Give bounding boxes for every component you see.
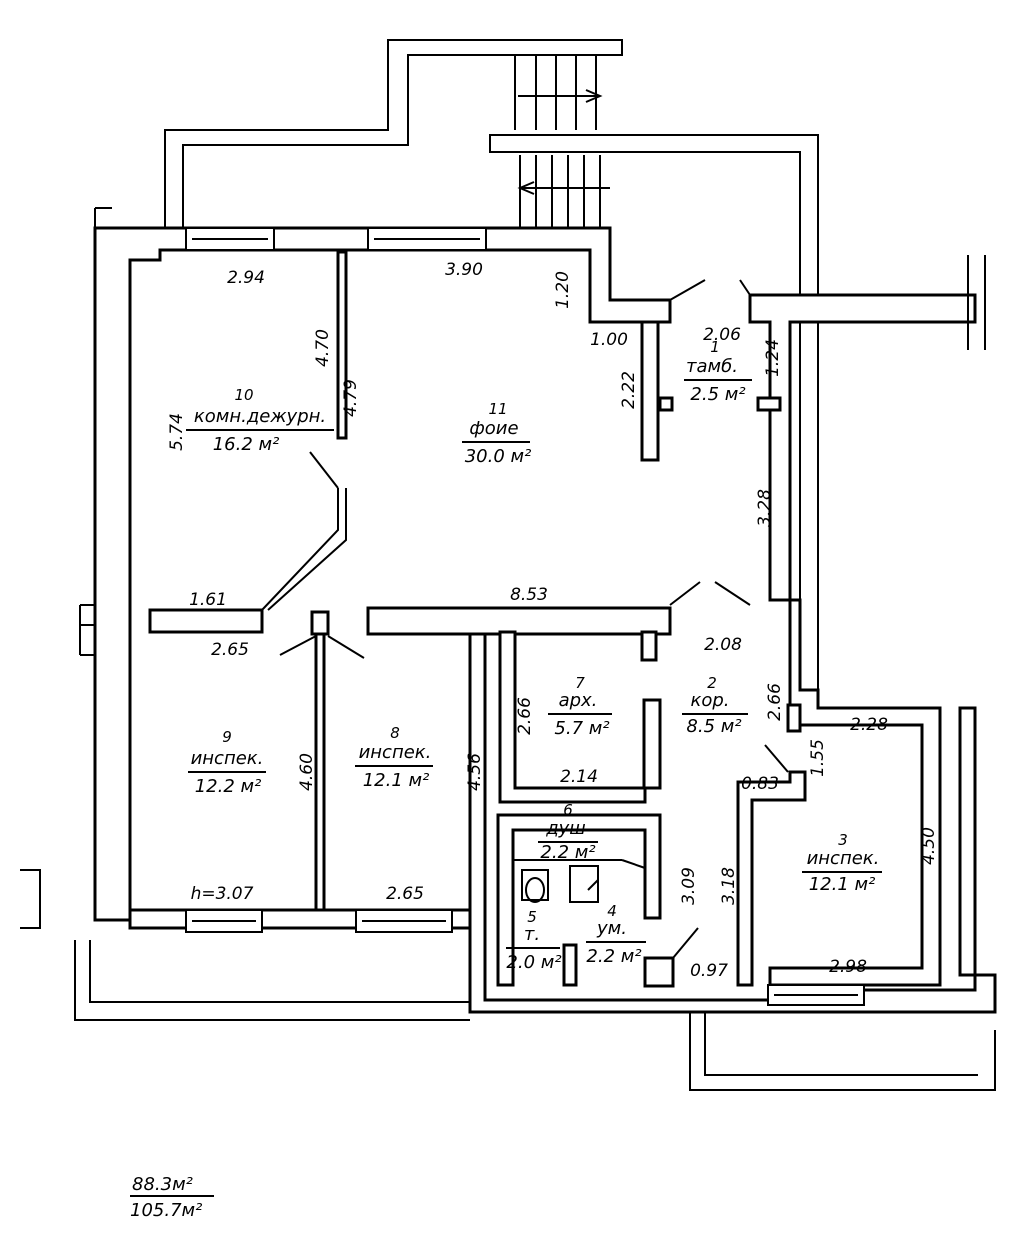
room-11: 11 фоие 30.0 м² bbox=[462, 400, 531, 467]
dimension: 2.94 bbox=[227, 268, 265, 288]
dimension: 4.56 bbox=[465, 753, 485, 791]
room-area: 12.2 м² bbox=[195, 776, 262, 797]
exterior-walls bbox=[20, 207, 997, 1091]
room-number: 1 bbox=[710, 338, 720, 356]
dimension: 3.28 bbox=[755, 489, 775, 527]
room-area: 16.2 м² bbox=[213, 434, 280, 455]
room-10: 10 комн.дежурн. 16.2 м² bbox=[186, 386, 334, 455]
area-totals: 88.3м² 105.7м² bbox=[130, 1174, 214, 1221]
dimension: 4.79 bbox=[341, 379, 361, 417]
dimension: 4.50 bbox=[919, 827, 939, 865]
room-5: 5 т. 2.0 м² bbox=[506, 908, 562, 973]
room-name: т. bbox=[524, 924, 540, 945]
room-1: 1 тамб. 2.5 м² bbox=[684, 338, 752, 405]
room-number: 8 bbox=[390, 724, 400, 742]
room-name: комн.дежурн. bbox=[194, 406, 326, 427]
total-area: 105.7м² bbox=[130, 1200, 202, 1221]
room-area: 12.1 м² bbox=[363, 770, 430, 791]
room-area: 8.5 м² bbox=[686, 716, 741, 737]
dimension: 8.53 bbox=[510, 585, 548, 605]
room-number: 5 bbox=[527, 908, 537, 926]
dimension: 1.00 bbox=[590, 330, 628, 350]
dimension: 2.06 bbox=[703, 325, 741, 345]
room-4: 4 ум. 2.2 м² bbox=[586, 902, 646, 967]
room-area: 2.2 м² bbox=[540, 842, 595, 863]
dimension: 3.90 bbox=[445, 260, 483, 280]
room-name: ум. bbox=[596, 918, 627, 939]
room-labels: 1 тамб. 2.5 м² 2 кор. 8.5 м² 3 инспек. 1… bbox=[186, 338, 882, 973]
interior-walls bbox=[148, 250, 807, 988]
dimension: 1.55 bbox=[808, 739, 828, 777]
dimension: 2.08 bbox=[704, 635, 742, 655]
dimension: 0.97 bbox=[690, 961, 728, 981]
dimension: 2.28 bbox=[850, 715, 888, 735]
room-7: 7 арх. 5.7 м² bbox=[548, 674, 612, 739]
room-8: 8 инспек. 12.1 м² bbox=[355, 724, 433, 791]
room-area: 12.1 м² bbox=[809, 874, 876, 895]
room-name: душ bbox=[545, 818, 586, 839]
dimension-labels: 2.94 3.90 1.20 1.00 2.06 1.24 2.22 4.70 … bbox=[167, 260, 939, 981]
room-name: фоие bbox=[469, 418, 518, 439]
dimension: 4.60 bbox=[297, 753, 317, 791]
room-area: 2.5 м² bbox=[690, 384, 745, 405]
room-number: 6 bbox=[563, 801, 573, 819]
room-area: 2.0 м² bbox=[506, 952, 561, 973]
dimension: 2.65 bbox=[386, 884, 424, 904]
living-area-total: 88.3м² bbox=[132, 1174, 193, 1195]
room-3: 3 инспек. 12.1 м² bbox=[802, 831, 882, 895]
dimension: 2.66 bbox=[515, 697, 535, 735]
room-name: арх. bbox=[559, 690, 598, 711]
room-name: инспек. bbox=[807, 848, 880, 869]
room-number: 4 bbox=[607, 902, 617, 920]
windows bbox=[185, 227, 865, 1006]
room-number: 2 bbox=[707, 674, 717, 692]
room-number: 10 bbox=[234, 386, 253, 404]
room-number: 11 bbox=[488, 400, 507, 418]
dimension: 2.66 bbox=[765, 683, 785, 721]
room-number: 7 bbox=[575, 674, 585, 692]
ceiling-height-label: h=3.07 bbox=[191, 884, 254, 904]
room-2: 2 кор. 8.5 м² bbox=[682, 674, 748, 737]
room-area: 30.0 м² bbox=[465, 446, 532, 467]
room-9: 9 инспек. 12.2 м² bbox=[188, 728, 266, 797]
dimension: 2.22 bbox=[619, 371, 639, 409]
room-6: 6 душ 2.2 м² bbox=[538, 801, 598, 863]
room-name: кор. bbox=[690, 690, 729, 711]
dimension: 2.65 bbox=[211, 640, 249, 660]
room-name: инспек. bbox=[191, 748, 264, 769]
dimension: 2.14 bbox=[560, 767, 598, 787]
dimension: 3.18 bbox=[719, 867, 739, 905]
room-number: 3 bbox=[838, 831, 848, 849]
dimension: 0.83 bbox=[741, 774, 779, 794]
dimension: 1.61 bbox=[189, 590, 227, 610]
room-name: инспек. bbox=[359, 742, 432, 763]
room-area: 2.2 м² bbox=[586, 946, 641, 967]
dimension: 3.09 bbox=[679, 867, 699, 905]
dimension: 1.24 bbox=[763, 339, 783, 377]
dimension: 5.74 bbox=[167, 413, 187, 451]
staircase bbox=[164, 39, 819, 691]
room-name: тамб. bbox=[686, 356, 738, 377]
dimension: 4.70 bbox=[313, 329, 333, 367]
dimension: 2.98 bbox=[829, 957, 867, 977]
room-area: 5.7 м² bbox=[554, 718, 609, 739]
room-number: 9 bbox=[222, 728, 232, 746]
dimension: 1.20 bbox=[553, 271, 573, 309]
